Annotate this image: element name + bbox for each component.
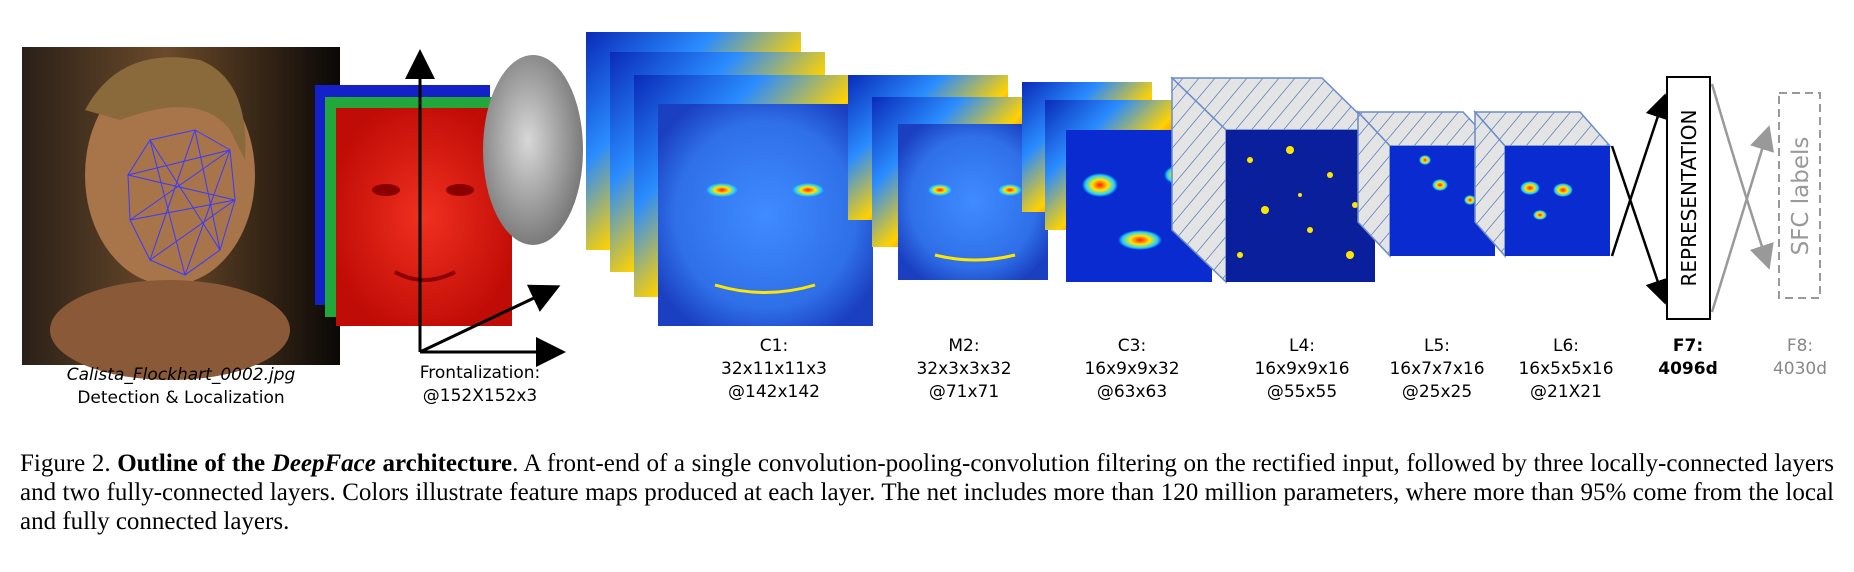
caption-bold-italic: DeepFace [271,450,376,477]
layer-name: M2: [948,336,980,356]
layer-size: @63x63 [1096,382,1168,402]
caption-bold-1: Outline of the [117,450,272,477]
3d-head-model [483,55,583,245]
layer-dims: 16x5x5x16 [1518,359,1614,379]
l6-to-f7-connections [1610,93,1670,305]
f7-to-f8-connections [1710,83,1774,313]
layer-name: L6: [1552,336,1579,356]
l6-feature-maps [1473,110,1612,258]
caption-prefix: Figure 2. [20,450,118,477]
layer-dims: 4096d [1658,359,1718,379]
layer-size: @142x142 [728,382,820,402]
layer-label-l5: L5: 16x7x7x16 @25x25 [1367,335,1507,404]
layer-size: @25x25 [1401,382,1473,402]
frontalization-axes [405,49,566,367]
frontalization-line1: Frontalization: [419,363,541,383]
layer-dims: 32x3x3x32 [916,359,1012,379]
photo-filename: Calista_Flockhart_0002.jpg [66,365,296,385]
l4-feature-maps [1170,76,1377,284]
layer-label-l4: L4: 16x9x9x16 @55x55 [1222,335,1382,404]
figure-caption: Figure 2. Outline of the DeepFace archit… [20,449,1834,536]
frontalization-line2: @152X152x3 [422,386,538,406]
m2-feature-maps [848,75,1048,280]
layer-dims: 32x11x11x3 [721,359,827,379]
layer-dims: 16x9x9x16 [1254,359,1350,379]
f7-box-label: REPRESENTATION [1677,109,1701,286]
caption-text: . A front-end of a single convolution-po… [20,450,1835,535]
layer-size: @71x71 [928,382,1000,402]
layer-dims: 4030d [1772,359,1828,379]
layer-name: F7: [1672,336,1704,356]
input-photo [22,47,340,380]
layer-label-c3: C3: 16x9x9x32 @63x63 [1052,335,1212,404]
layer-name: L5: [1423,336,1450,356]
f8-box-label: SFC labels [1788,137,1814,256]
layer-size: @21X21 [1530,382,1602,402]
frontalization-label: Frontalization: @152X152x3 [400,362,560,408]
layer-dims: 16x7x7x16 [1389,359,1485,379]
layer-label-m2: M2: 32x3x3x32 @71x71 [884,335,1044,404]
layer-label-l6: L6: 16x5x5x16 @21X21 [1496,335,1636,404]
photo-label: Calista_Flockhart_0002.jpg Detection & L… [22,364,340,410]
layer-name: L4: [1288,336,1315,356]
layer-name: F8: [1786,336,1814,356]
f7-representation-box [1666,76,1711,320]
layer-label-f8: F8: 4030d [1760,335,1840,381]
frontalized-rgb-channels [315,85,512,326]
photo-caption: Detection & Localization [77,388,285,408]
f8-sfc-labels-box [1778,92,1821,299]
deepface-architecture-diagram: REPRESENTATION SFC labels [22,32,1821,380]
c1-feature-maps [586,32,873,326]
layer-dims: 16x9x9x32 [1084,359,1180,379]
face-landmark-mesh [127,129,236,276]
caption-bold-2: architecture [375,450,513,477]
layer-label-f7: F7: 4096d [1648,335,1728,381]
layer-name: C1: [759,336,789,356]
layer-size: @55x55 [1266,382,1338,402]
layer-label-c1: C1: 32x11x11x3 @142x142 [694,335,854,404]
layer-name: C3: [1117,336,1147,356]
